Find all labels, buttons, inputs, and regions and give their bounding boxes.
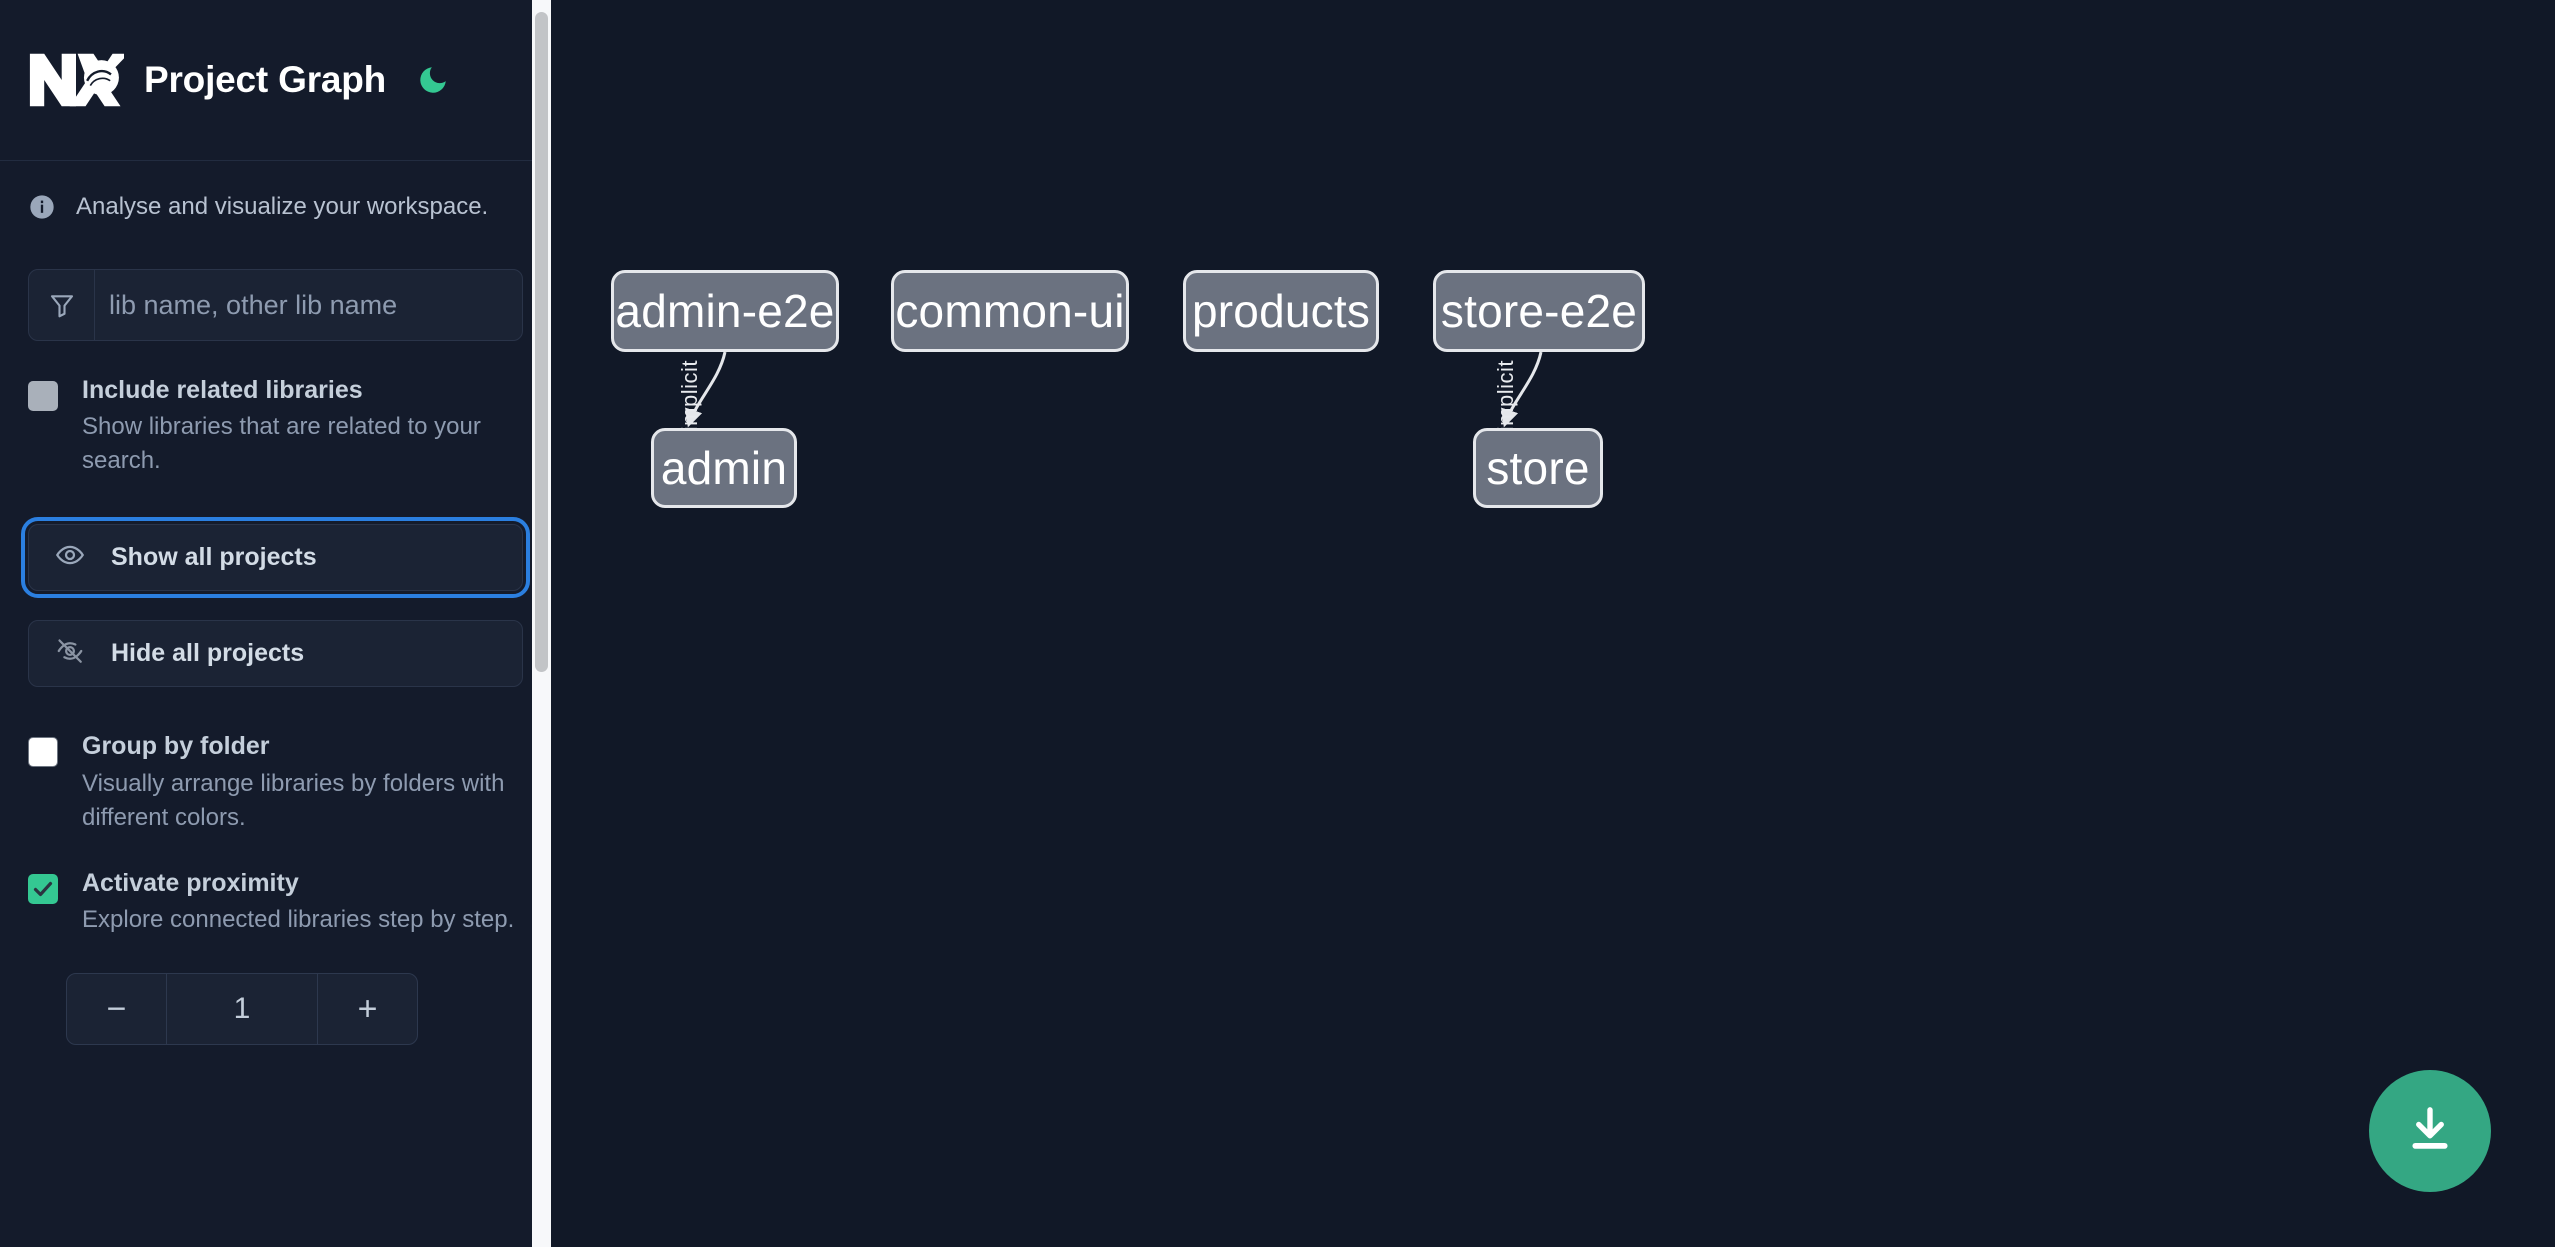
graph-node-products[interactable]: products — [1183, 270, 1379, 352]
proximity-increment-button[interactable]: + — [317, 974, 417, 1045]
activate-proximity-checkbox[interactable] — [28, 873, 58, 904]
workspace-info: Analyse and visualize your workspace. — [0, 161, 551, 221]
graph-edges — [685, 351, 1543, 428]
download-icon — [2403, 1102, 2457, 1161]
group-by-folder-label: Group by folder — [82, 732, 270, 761]
search-field[interactable] — [28, 269, 523, 341]
nx-logo-icon — [28, 49, 129, 111]
include-related-libraries-label: Include related libraries — [82, 376, 363, 404]
group-by-folder-checkbox[interactable] — [28, 737, 58, 768]
moon-icon[interactable] — [412, 59, 454, 101]
proximity-decrement-button[interactable]: − — [67, 974, 167, 1045]
graph-node-store[interactable]: store — [1473, 428, 1603, 508]
hide-all-projects-label: Hide all projects — [111, 639, 305, 668]
app-title: Project Graph — [144, 59, 387, 100]
graph-node-store-e2e[interactable]: store-e2e — [1433, 270, 1645, 352]
graph-node-admin-e2e[interactable]: admin-e2e — [611, 270, 839, 352]
search-input[interactable] — [95, 270, 522, 340]
sidebar-scrollbar-thumb[interactable] — [535, 12, 548, 672]
proximity-stepper[interactable]: − 1 + — [66, 973, 418, 1046]
show-all-projects-button[interactable]: Show all projects — [21, 517, 530, 599]
option-activate-proximity[interactable]: Activate proximity Explore connected lib… — [0, 868, 551, 937]
group-by-folder-desc: Visually arrange libraries by folders wi… — [82, 769, 505, 831]
edge-label-admin-implicit: implicit — [677, 360, 702, 432]
filter-funnel-icon — [29, 270, 95, 340]
option-include-related-libraries[interactable]: Include related libraries Show libraries… — [0, 375, 551, 478]
graph-canvas[interactable]: implicit implicit admin-e2e common-ui pr… — [551, 0, 2555, 1247]
show-all-projects-label: Show all projects — [111, 543, 317, 572]
eye-icon — [55, 540, 85, 575]
sidebar: Project Graph Analyse and visualize your… — [0, 0, 551, 1247]
info-text: Analyse and visualize your workspace. — [76, 193, 489, 220]
download-graph-button[interactable] — [2369, 1070, 2491, 1192]
graph-node-common-ui[interactable]: common-ui — [891, 270, 1129, 352]
sidebar-header: Project Graph — [0, 0, 551, 161]
proximity-value: 1 — [233, 992, 251, 1026]
option-group-by-folder[interactable]: Group by folder Visually arrange librari… — [0, 731, 551, 834]
graph-node-admin[interactable]: admin — [651, 428, 797, 508]
activate-proximity-label: Activate proximity — [82, 868, 299, 897]
hide-all-projects-button[interactable]: Hide all projects — [28, 620, 523, 688]
include-related-libraries-desc: Show libraries that are related to your … — [82, 413, 481, 475]
sidebar-scrollbar[interactable] — [532, 0, 551, 1247]
eye-off-icon — [55, 636, 85, 671]
activate-proximity-desc: Explore connected libraries step by step… — [82, 906, 515, 934]
include-related-libraries-checkbox[interactable] — [28, 381, 58, 411]
edge-label-store-implicit: implicit — [1493, 360, 1518, 432]
info-icon — [28, 193, 56, 221]
